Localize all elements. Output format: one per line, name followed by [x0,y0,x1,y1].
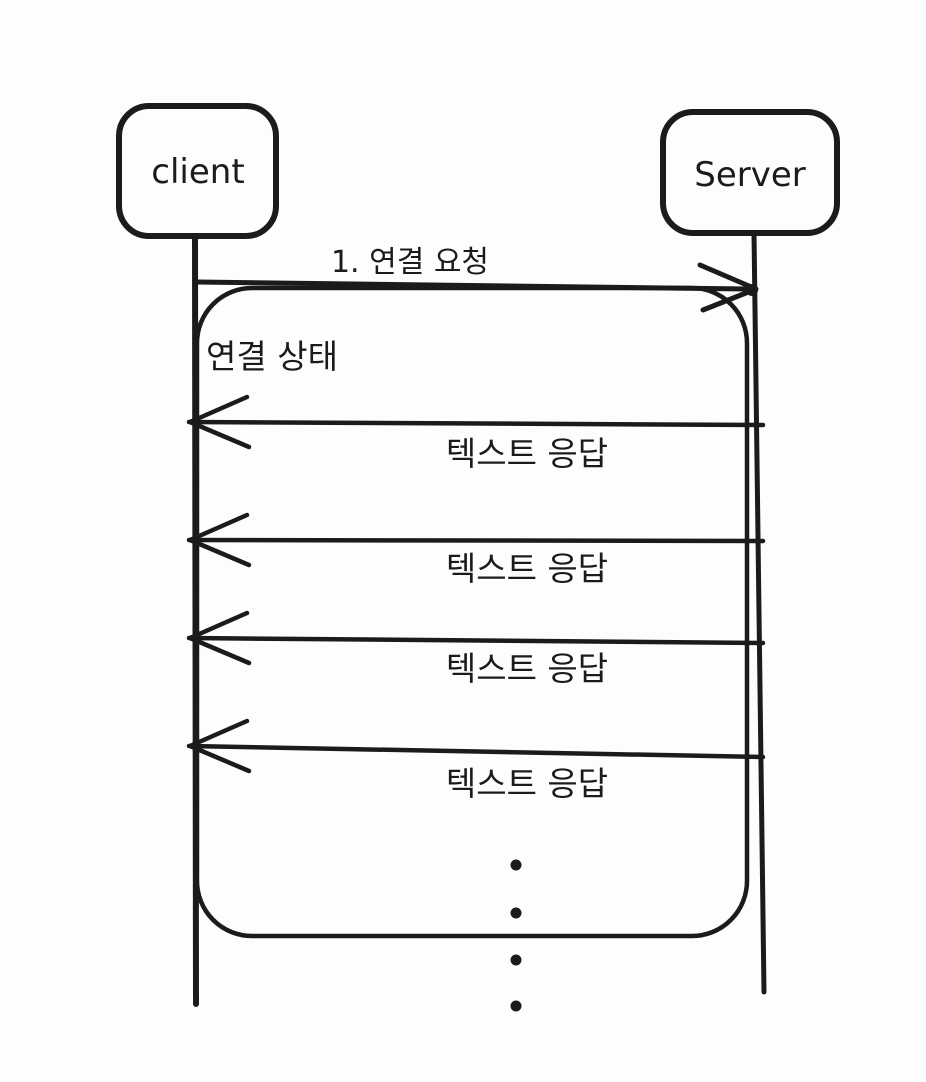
message-3-arrowhead-icon [187,512,252,568]
server-actor-label: Server [694,155,806,195]
message-4-response-arrow [186,610,766,666]
message-5-response-arrow [186,718,766,774]
ellipsis-dots [510,859,522,1012]
client-actor-label: client [151,152,244,192]
ellipsis-dot [510,859,522,871]
message-3-label: 텍스트 응답 [446,549,608,588]
message-4-label: 텍스트 응답 [446,649,608,688]
message-4-arrowhead-icon [187,610,252,666]
message-2-arrowhead-icon [187,394,252,450]
ellipsis-dot [510,954,522,966]
ellipsis-dot [510,907,522,919]
server-actor-box [660,109,840,236]
message-5-line [186,743,766,760]
message-1-label: 1. 연결 요청 [331,245,489,280]
message-2-line [186,419,766,428]
connection-state-box [194,285,750,939]
message-4-line [186,635,766,646]
message-5-label: 텍스트 응답 [446,764,608,803]
message-3-response-arrow [186,512,766,568]
message-1-request-arrow [194,262,759,313]
ellipsis-dot [510,1000,522,1012]
server-lifeline [751,230,767,995]
message-2-label: 텍스트 응답 [446,434,608,473]
message-5-arrowhead-icon [187,718,252,774]
message-1-line [194,279,751,292]
message-2-response-arrow [186,394,766,450]
connection-state-label: 연결 상태 [206,337,338,376]
message-3-line [186,537,766,544]
message-1-endpoint-dot [746,284,758,296]
